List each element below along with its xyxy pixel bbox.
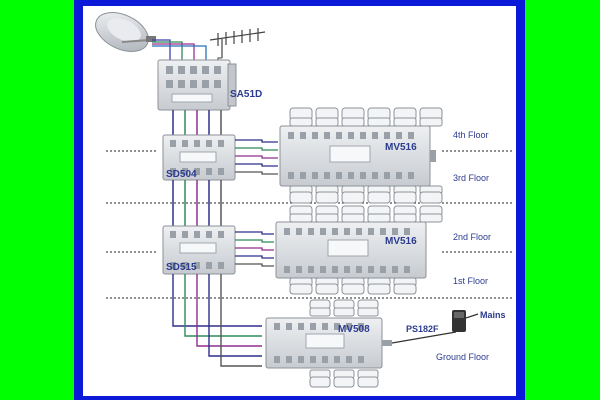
mains-cable <box>465 313 479 319</box>
sa51d-label: SA51D <box>230 89 262 100</box>
sd515-label: SD515 <box>166 262 197 273</box>
mv516-upper-label: MV516 <box>385 142 417 153</box>
cables-sd504-to-mv516-upper <box>235 139 278 175</box>
satellite-dish-icon <box>95 12 156 52</box>
ps182f-power-supply-icon <box>452 310 466 332</box>
floor-label-1st: 1st Floor <box>453 276 488 286</box>
sockets-1st-floor <box>289 277 417 295</box>
cables-sd515-to-mv516-lower <box>235 231 274 267</box>
sockets-ground-lower <box>309 369 379 388</box>
mv516-lower-label: MV516 <box>385 236 417 247</box>
mv516-lower-multiswitch <box>275 221 427 279</box>
sockets-3rd-floor <box>289 185 443 204</box>
cables-sd504-to-sd515 <box>172 180 222 226</box>
cables-sa51d-to-sd504 <box>172 110 222 135</box>
sockets-4th-floor <box>289 107 443 127</box>
mains-label: Mains <box>480 310 506 320</box>
dish-cables <box>152 39 222 60</box>
sd504-switch <box>162 134 236 181</box>
sd515-switch <box>162 225 236 275</box>
floor-separators <box>106 150 512 299</box>
cables-sd515-to-mv508 <box>172 274 262 367</box>
floor-label-3rd: 3rd Floor <box>453 173 489 183</box>
ps182f-label: PS182F <box>406 324 439 334</box>
mv516-upper-multiswitch <box>279 125 436 187</box>
mv508-multiswitch <box>265 317 392 369</box>
terrestrial-antenna-icon <box>209 28 266 58</box>
floor-label-ground: Ground Floor <box>436 352 489 362</box>
mv508-label: MV508 <box>338 324 370 335</box>
floor-label-4th: 4th Floor <box>453 130 489 140</box>
sa51d-amplifier <box>157 59 237 111</box>
sockets-ground-upper <box>309 299 379 317</box>
ps182f-cable <box>391 331 457 344</box>
sd504-label: SD504 <box>166 169 197 180</box>
sockets-2nd-floor <box>289 205 443 223</box>
floor-label-2nd: 2nd Floor <box>453 232 491 242</box>
